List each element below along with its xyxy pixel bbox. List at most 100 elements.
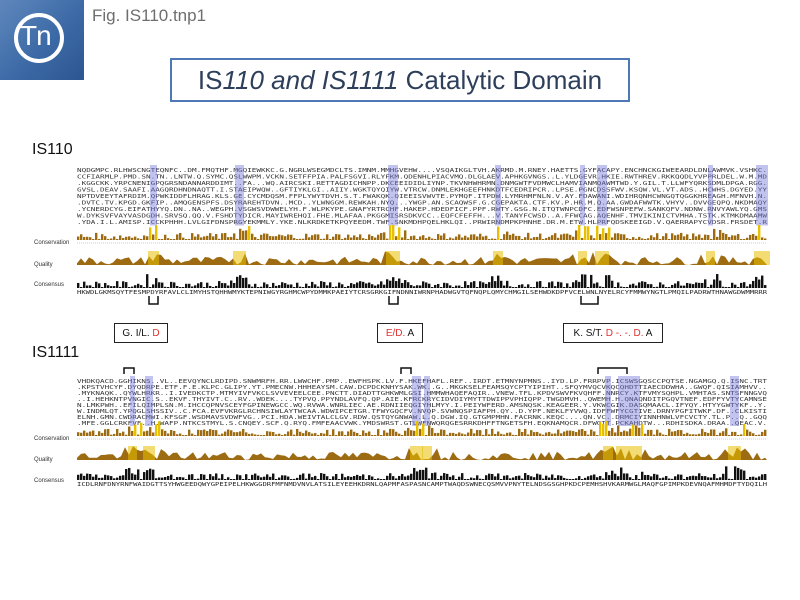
conservation-bar bbox=[443, 233, 446, 240]
consensus-bar bbox=[455, 479, 458, 480]
sequence-row: .DVTC.TV.KPGD.GKFIP..AMQGENSPFS.DSYRAREH… bbox=[77, 201, 767, 207]
conservation-bar bbox=[650, 235, 653, 240]
conservation-bar bbox=[458, 234, 461, 240]
consensus-bar bbox=[413, 467, 416, 480]
conservation-bar bbox=[263, 233, 266, 240]
consensus-bar bbox=[608, 275, 611, 288]
conservation-bar bbox=[161, 239, 164, 240]
conservation-bar bbox=[614, 432, 617, 436]
conservation-bar bbox=[578, 224, 581, 240]
consensus-bar bbox=[257, 475, 260, 480]
consensus-bar bbox=[311, 477, 314, 480]
consensus-bar bbox=[467, 479, 470, 480]
conservation-bar bbox=[485, 235, 488, 240]
conservation-bar bbox=[572, 236, 575, 240]
consensus-bar bbox=[278, 477, 281, 480]
conservation-bar bbox=[320, 238, 323, 240]
conservation-bar bbox=[734, 431, 737, 436]
conservation-bar bbox=[674, 235, 677, 240]
consensus-bar bbox=[428, 283, 431, 288]
consensus-bar bbox=[95, 281, 98, 288]
consensus-bar bbox=[143, 472, 146, 480]
consensus-bar bbox=[131, 473, 134, 480]
consensus-bar bbox=[176, 477, 179, 480]
consensus-bar bbox=[383, 284, 386, 288]
consensus-bar bbox=[182, 477, 185, 480]
is1111-brackets bbox=[123, 367, 628, 378]
conserved-column bbox=[412, 376, 421, 426]
sequence-row: ..I.HEHKNTPVNGIC.S..EKVF.THYIVT.C..RV..W… bbox=[77, 397, 767, 403]
quality-highlight bbox=[578, 251, 587, 265]
conservation-bar bbox=[125, 434, 128, 436]
consensus-bar bbox=[695, 476, 698, 480]
sequence-row: ELNH.GMN.CWDRACMWI.KFSGF.WSDMAVSVDWFVG..… bbox=[77, 415, 767, 421]
conservation-bar bbox=[200, 430, 203, 436]
conservation-bar bbox=[308, 237, 311, 240]
quality-highlight bbox=[128, 446, 137, 460]
consensus-bar bbox=[152, 469, 155, 480]
conservation-bar bbox=[569, 234, 572, 240]
consensus-bar bbox=[323, 473, 326, 480]
conservation-bar bbox=[305, 233, 308, 240]
consensus-bar bbox=[215, 285, 218, 288]
consensus-bar bbox=[764, 285, 767, 288]
conservation-bar bbox=[371, 435, 374, 436]
conservation-bar bbox=[581, 429, 584, 436]
conservation-bar bbox=[593, 431, 596, 436]
conservation-bar bbox=[122, 238, 125, 240]
conservation-bar bbox=[89, 431, 92, 436]
consensus-bar bbox=[170, 474, 173, 480]
conservation-bar bbox=[146, 236, 149, 240]
conservation-bar bbox=[587, 434, 590, 436]
consensus-bar bbox=[707, 287, 710, 288]
consensus-bar bbox=[248, 479, 251, 480]
sequence-row: .MYKNAQK..QYWLHRKR..I.IVEDKCTP.MTMYIVFVK… bbox=[77, 391, 767, 397]
conservation-bar bbox=[686, 234, 689, 240]
consensus-bar bbox=[266, 284, 269, 288]
consensus-bar bbox=[665, 476, 668, 480]
conservation-bar bbox=[314, 234, 317, 240]
conservation-bar bbox=[626, 431, 629, 436]
conservation-bar bbox=[101, 432, 104, 436]
consensus-bar bbox=[542, 478, 545, 480]
consensus-bar bbox=[284, 475, 287, 480]
consensus-bar bbox=[731, 282, 734, 288]
consensus-bar bbox=[404, 280, 407, 288]
consensus-bar bbox=[473, 281, 476, 288]
conservation-bar bbox=[131, 430, 134, 436]
conserved-column bbox=[618, 376, 640, 426]
conservation-bar bbox=[557, 429, 560, 436]
conservation-bar bbox=[656, 429, 659, 436]
consensus-bar bbox=[755, 276, 758, 288]
conservation-bar bbox=[437, 432, 440, 436]
consensus-bar bbox=[359, 281, 362, 288]
consensus-bar bbox=[173, 479, 176, 480]
consensus-bar bbox=[281, 282, 284, 288]
conservation-bar bbox=[422, 235, 425, 240]
conservation-bar bbox=[428, 236, 431, 240]
conservation-bar bbox=[614, 233, 617, 240]
conservation-bar bbox=[686, 432, 689, 436]
conservation-bar bbox=[275, 236, 278, 240]
conservation-bar bbox=[473, 234, 476, 240]
conservation-bar bbox=[266, 233, 269, 240]
conservation-bar bbox=[551, 235, 554, 240]
callout-motif-2: E/D. A bbox=[377, 323, 423, 343]
consensus-bar bbox=[269, 476, 272, 480]
sequence-row: NQDGMPC.RLHWSCNGTEQNFC..DM.FMQTHF.MGQIEW… bbox=[77, 168, 767, 174]
callout-2-red: E/D. bbox=[385, 328, 406, 339]
consensus-bar bbox=[689, 476, 692, 480]
conservation-bar bbox=[257, 434, 260, 436]
consensus-bar bbox=[605, 275, 608, 288]
conservation-bar bbox=[194, 435, 197, 436]
conservation-bar bbox=[455, 236, 458, 240]
consensus-bar bbox=[245, 277, 248, 288]
sequence-row: N.LMKPWH..EFILQIMPLSN.M.IHCCQPNVSCEYFGPI… bbox=[77, 403, 767, 409]
consensus-bar bbox=[743, 282, 746, 288]
conservation-bar bbox=[245, 432, 248, 436]
conservation-bar bbox=[761, 431, 764, 436]
consensus-bar bbox=[209, 474, 212, 480]
conservation-bar bbox=[536, 236, 539, 240]
consensus-bar bbox=[650, 476, 653, 480]
consensus-bar bbox=[746, 286, 749, 288]
